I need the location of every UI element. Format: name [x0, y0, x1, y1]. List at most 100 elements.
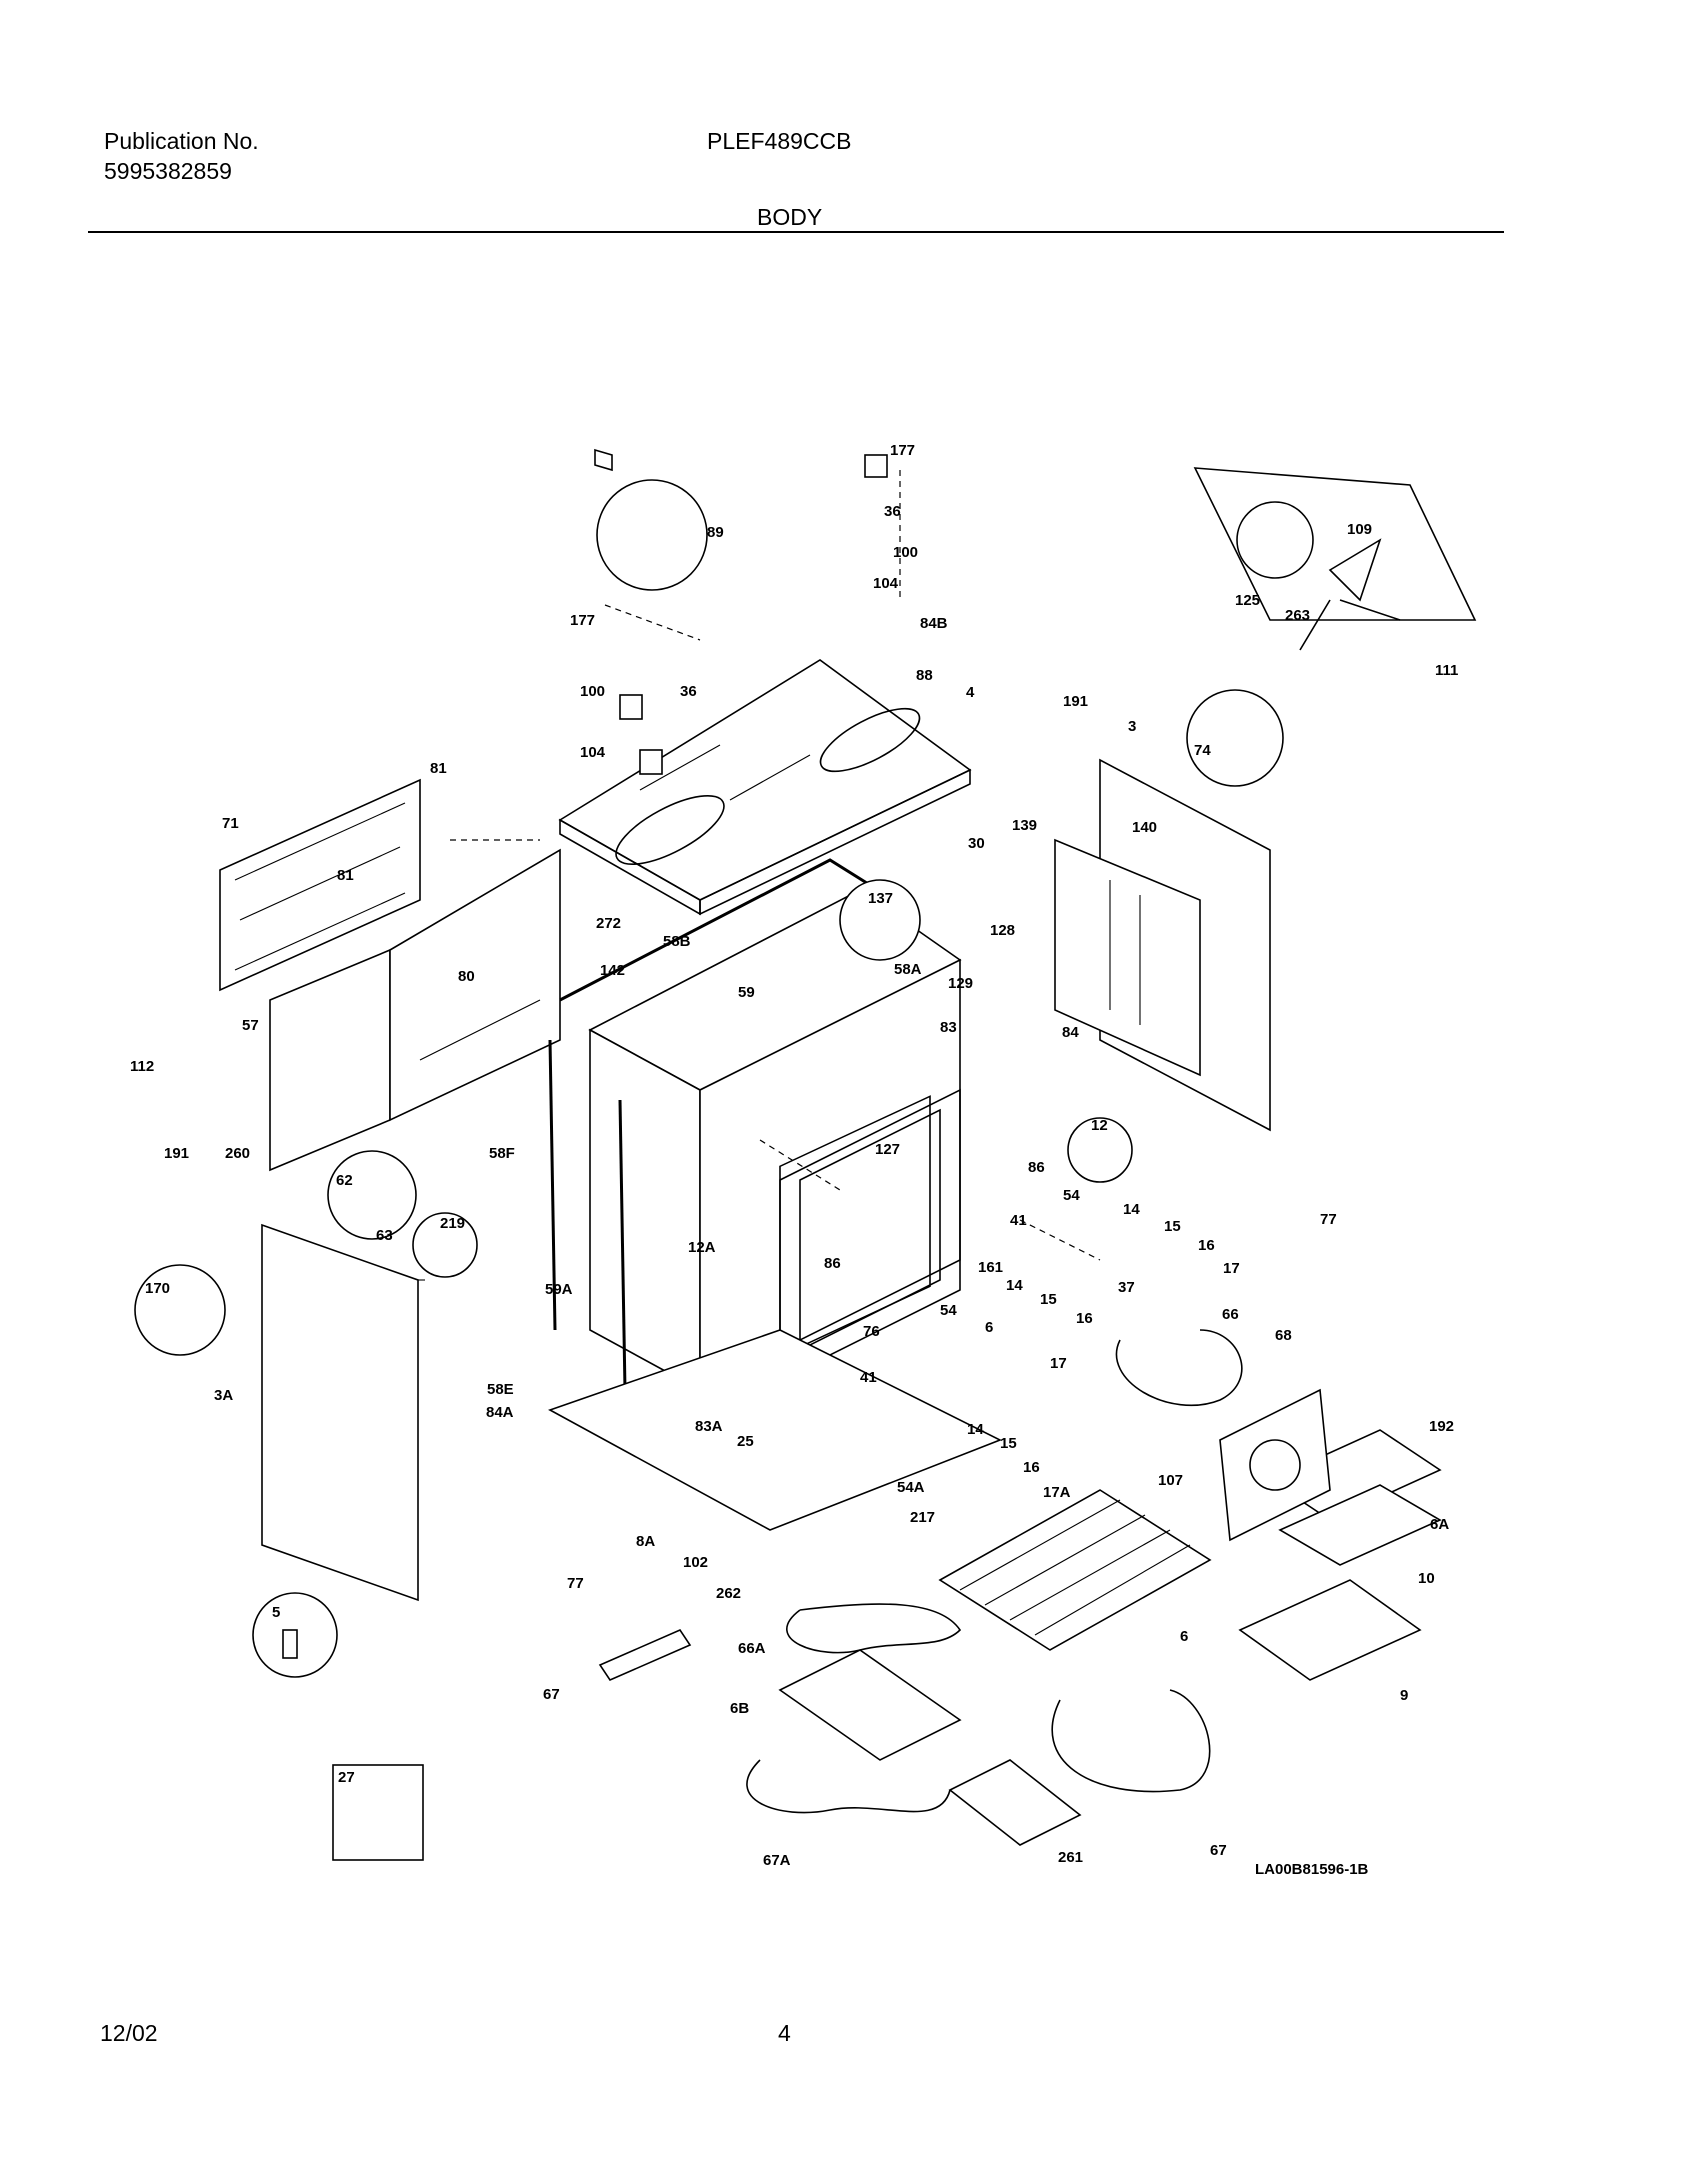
callout-label: 81 — [337, 867, 354, 884]
callout-label: 8A — [636, 1533, 655, 1550]
publication-number: 5995382859 — [104, 158, 232, 184]
drip-pan-261 — [948, 1759, 1082, 1846]
callout-label: 12 — [1091, 1117, 1108, 1134]
callout-label: 14 — [1123, 1201, 1140, 1218]
callout-label: 57 — [242, 1017, 259, 1034]
callout-label: 84A — [486, 1404, 514, 1421]
callout-label: 112 — [130, 1058, 154, 1075]
callout-label: 107 — [1158, 1472, 1183, 1489]
header-rule — [88, 231, 1504, 233]
callout-label: 127 — [875, 1141, 900, 1158]
callout-label: 84 — [1062, 1024, 1079, 1041]
callout-label: 12A — [688, 1239, 716, 1256]
callout-label: 104 — [873, 575, 899, 592]
callout-label: 3A — [214, 1387, 233, 1404]
callout-label: 100 — [893, 544, 918, 561]
callout-label: 129 — [948, 975, 973, 992]
leveling-leg — [282, 1629, 298, 1659]
back-wall — [269, 848, 561, 1172]
leader-lines — [450, 470, 1101, 1261]
fan-motor-box — [1193, 467, 1477, 651]
cooktop-panel — [558, 659, 972, 916]
callout-label: 68 — [1275, 1327, 1292, 1344]
drawing-code: LA00B81596-1B — [1255, 1861, 1369, 1878]
bake-element-6b — [778, 1649, 962, 1761]
heating-elements — [746, 1329, 1243, 1814]
callout-label: 102 — [683, 1554, 708, 1571]
drawer-front-67 — [598, 1628, 692, 1682]
callout-label: 80 — [458, 968, 475, 985]
callout-label: 191 — [164, 1145, 189, 1162]
callout-label: 63 — [376, 1227, 393, 1244]
callout-label: 6A — [1430, 1516, 1449, 1533]
callout-label: 62 — [336, 1172, 353, 1189]
side-panel-3a — [261, 1223, 425, 1602]
callout-label: 16 — [1023, 1459, 1040, 1476]
publication-label: Publication No. — [104, 128, 259, 154]
callout-label: 58E — [487, 1381, 514, 1398]
side-panel-140 — [1054, 838, 1201, 1077]
callout-label: 74 — [1194, 742, 1211, 759]
callout-label: 76 — [863, 1323, 880, 1340]
callout-label: 170 — [145, 1280, 170, 1297]
callout-label: 161 — [978, 1259, 1003, 1276]
callout-label: 67 — [543, 1686, 560, 1703]
callout-label: 36 — [884, 503, 901, 520]
detail-circles — [134, 479, 1284, 1678]
callout-label: 137 — [868, 890, 893, 907]
callout-label: 260 — [225, 1145, 250, 1162]
callout-label: 83 — [940, 1019, 957, 1036]
callout-label: 83A — [695, 1418, 723, 1435]
callout-label: 142 — [600, 962, 625, 979]
callout-label: 263 — [1285, 607, 1310, 624]
callout-label: 15 — [1040, 1291, 1057, 1308]
callout-label: 17 — [1050, 1355, 1067, 1372]
footer-date: 12/02 — [100, 2020, 158, 2046]
top-brackets — [594, 448, 888, 775]
callout-label: 27 — [338, 1769, 355, 1786]
callout-label: 37 — [1118, 1279, 1135, 1296]
callout-label: 54A — [897, 1479, 925, 1496]
callout-label: 128 — [990, 922, 1015, 939]
callout-label: 66 — [1222, 1306, 1239, 1323]
callout-label: 25 — [737, 1433, 754, 1450]
callout-label: 191 — [1063, 693, 1088, 710]
model-number: PLEF489CCB — [707, 128, 852, 154]
oven-rack — [938, 1489, 1212, 1651]
callout-label: 5 — [272, 1604, 280, 1621]
callout-label: 100 — [580, 683, 605, 700]
callout-label: 272 — [596, 915, 621, 932]
callout-label: 9 — [1400, 1687, 1408, 1704]
callout-label: 3 — [1128, 718, 1136, 735]
callout-label: 59 — [738, 984, 755, 1001]
callout-label: 6 — [985, 1319, 993, 1336]
callout-label: 109 — [1347, 521, 1372, 538]
callout-label: 217 — [910, 1509, 935, 1526]
callout-label: 67A — [763, 1852, 791, 1869]
callout-label: 14 — [1006, 1277, 1023, 1294]
callout-label: 77 — [567, 1575, 584, 1592]
callout-label: 58A — [894, 961, 922, 978]
callout-label: 15 — [1164, 1218, 1181, 1235]
callout-label: 177 — [570, 612, 595, 629]
callout-label: 14 — [967, 1421, 984, 1438]
callout-label: 58B — [663, 933, 691, 950]
footer-page-number: 4 — [778, 2020, 791, 2046]
callout-labels: 177 36 100 104 84B 89 177 100 36 104 88 … — [130, 442, 1458, 1878]
callout-label: 36 — [680, 683, 697, 700]
section-title: BODY — [757, 204, 823, 230]
rear-panel — [219, 778, 421, 992]
callout-label: 6 — [1180, 1628, 1188, 1645]
front-frame — [779, 1088, 961, 1382]
callout-label: 219 — [440, 1215, 465, 1232]
callout-label: 139 — [1012, 817, 1037, 834]
callout-label: 88 — [916, 667, 933, 684]
callout-label: 86 — [1028, 1159, 1045, 1176]
callout-label: 66A — [738, 1640, 766, 1657]
callout-label: 15 — [1000, 1435, 1017, 1452]
callout-label: 54 — [1063, 1187, 1080, 1204]
callout-label: 262 — [716, 1585, 741, 1602]
callout-label: 81 — [430, 760, 447, 777]
callout-label: 41 — [860, 1369, 877, 1386]
